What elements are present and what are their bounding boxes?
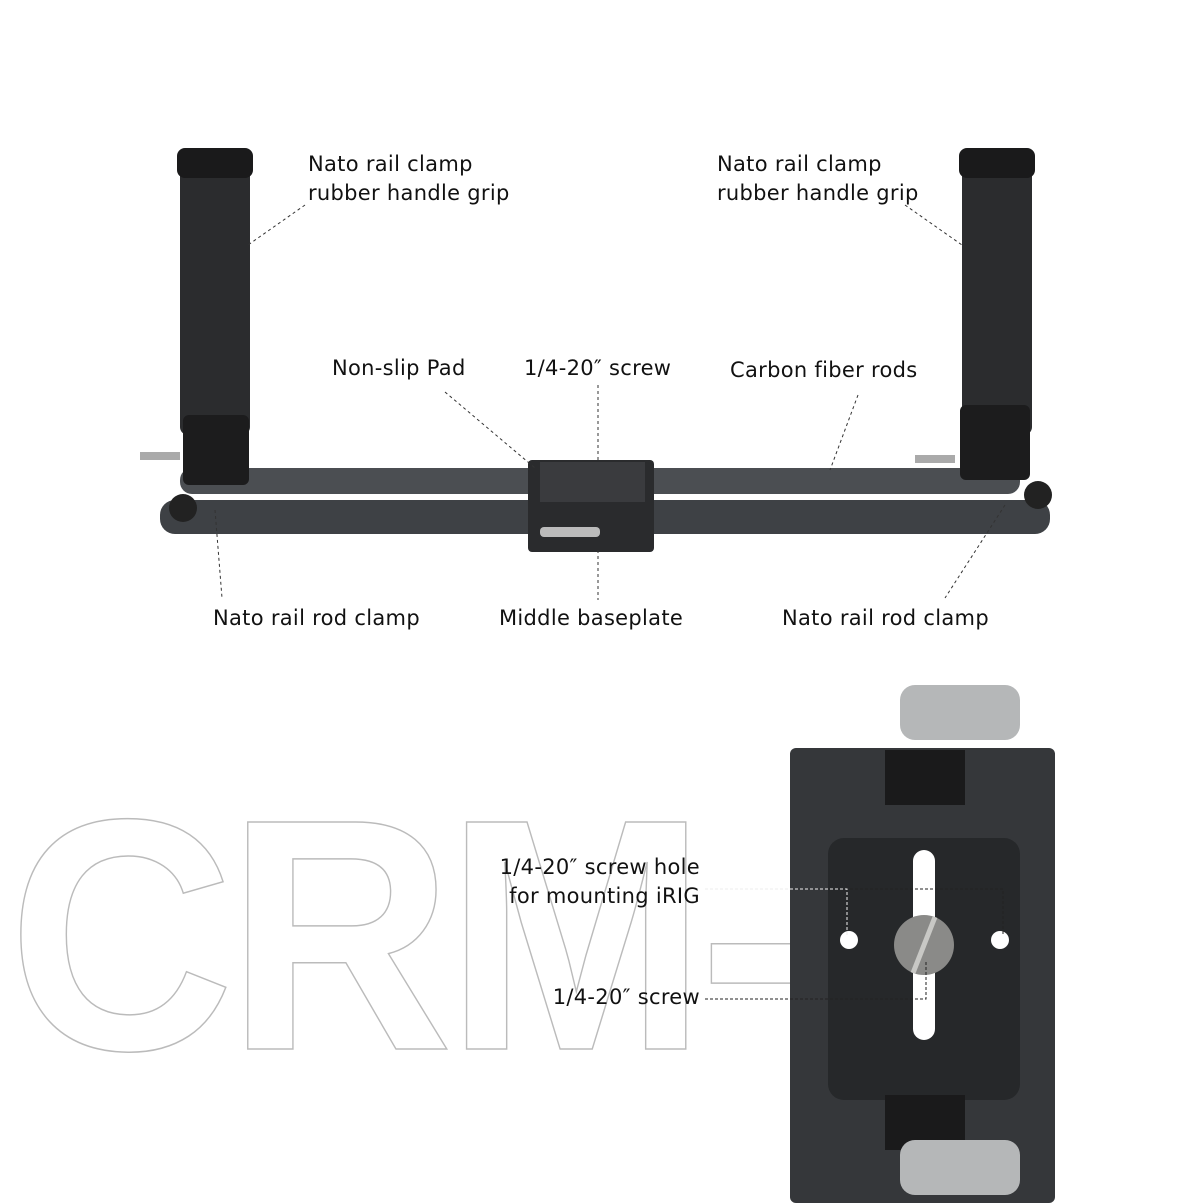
label-carbon-rods: Carbon fiber rods — [730, 358, 918, 382]
right-rod-clamp-knob — [1024, 481, 1052, 509]
screw-hole-left — [840, 931, 858, 949]
left-rod-clamp-knob — [169, 494, 197, 522]
label-screw-top: 1/4-20″ screw — [524, 356, 672, 380]
screw-hole-right — [991, 931, 1009, 949]
label-screw-hole: 1/4-20″ screw hole for mounting iRIG — [500, 853, 700, 911]
bottom-clamp-lever — [900, 1140, 1020, 1195]
label-line: Nato rail clamp — [717, 152, 882, 176]
label-non-slip-pad: Non-slip Pad — [332, 356, 466, 380]
label-rod-clamp-left: Nato rail rod clamp — [213, 606, 420, 630]
label-screw-bottom: 1/4-20″ screw — [552, 985, 700, 1009]
label-line: for mounting iRIG — [509, 884, 700, 908]
label-middle-baseplate: Middle baseplate — [499, 606, 684, 630]
label-grip-right: Nato rail clamp rubber handle grip — [717, 150, 919, 208]
right-handle-grip — [962, 165, 1032, 435]
label-line: Nato rail clamp — [308, 152, 473, 176]
left-handle-grip — [180, 165, 250, 435]
label-line: 1/4-20″ screw hole — [499, 855, 700, 879]
label-grip-left: Nato rail clamp rubber handle grip — [308, 150, 510, 208]
label-rod-clamp-right: Nato rail rod clamp — [782, 606, 989, 630]
label-line: rubber handle grip — [308, 181, 510, 205]
label-line: rubber handle grip — [717, 181, 919, 205]
top-clamp-lever — [900, 685, 1020, 740]
